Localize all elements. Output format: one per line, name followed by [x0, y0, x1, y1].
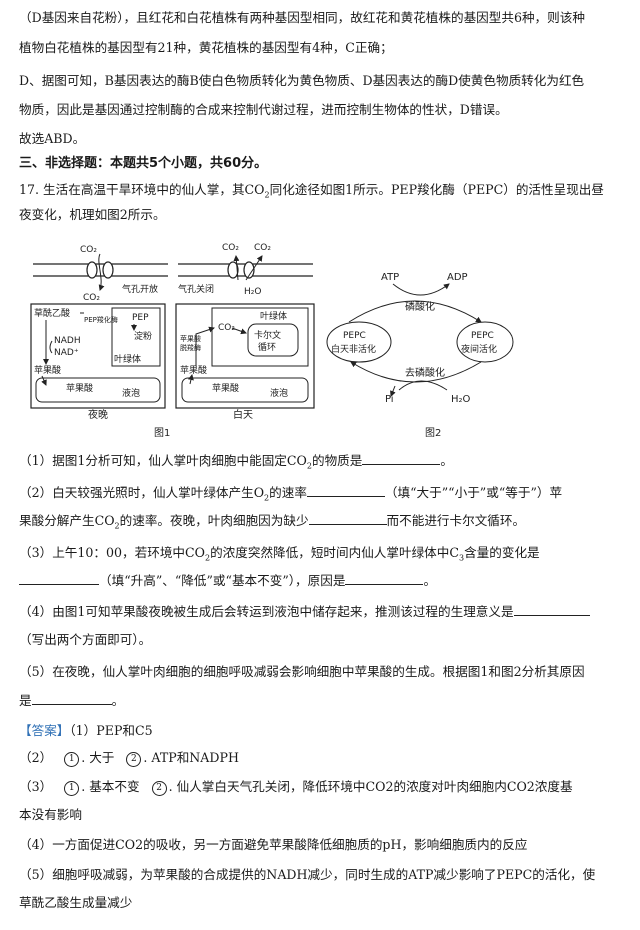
- question-3-line-1: （3）上午10：00，若环境中CO2的浓度突然降低，短时间内仙人掌叶绿体中C3含…: [19, 545, 540, 563]
- circled-number-2: 2: [151, 781, 167, 796]
- day-decarboxylase-1: 苹果酸: [180, 334, 201, 343]
- answer-blank-2a[interactable]: [306, 484, 385, 497]
- night-nad: NAD⁺: [54, 348, 79, 358]
- day-vacuole-malate: 苹果酸: [212, 382, 239, 394]
- night-co2-top: CO₂: [80, 245, 97, 255]
- question-intro-line-1: 17. 生活在高温干旱环境中的仙人掌，其CO2同化途径如图1所示。PEP羧化酶（…: [19, 182, 604, 200]
- fig2-h2o: H₂O: [451, 394, 471, 405]
- night-stomata-label: 气孔开放: [122, 283, 158, 295]
- night-panel: CO₂ CO₂ 气孔开放 草酰乙酸 PEP羧化酶 PEP 淀粉 叶绿体 NADH…: [30, 245, 168, 421]
- fig2-pi: Pi: [385, 394, 394, 405]
- prev-solution-line-5: 故选ABD。: [19, 131, 86, 146]
- answer-blank-3a[interactable]: [19, 572, 99, 585]
- night-vacuole-malate: 苹果酸: [66, 382, 93, 394]
- question-4-line-1: （4）由图1可知苹果酸夜晚被生成后会转运到液泡中储存起来，推测该过程的生理意义是: [19, 603, 625, 621]
- question-2-line-2: 果酸分解产生CO2的速率。夜晚，叶肉细胞因为缺少而不能进行卡尔文循环。: [19, 512, 526, 531]
- fig2-dephosphorylation: 去磷酸化: [405, 366, 445, 379]
- fig2-right-pepc: PEPC: [471, 331, 494, 341]
- figure-1-caption: 图1: [154, 427, 170, 439]
- day-panel: CO₂ CO₂ 气孔关闭 H₂O 叶绿体 CO₂ 卡尔文 循环 苹果酸 脱羧酶 …: [175, 243, 315, 421]
- night-co2-mid: CO₂: [83, 293, 100, 303]
- circled-number-2: 2: [126, 752, 142, 767]
- day-label: 白天: [233, 408, 253, 421]
- question-5-line-1: （5）在夜晚，仙人掌叶肉细胞的细胞呼吸减弱会影响细胞中苹果酸的生成。根据图1和图…: [19, 664, 585, 679]
- prev-solution-line-4: 物质，因此是基因通过控制酶的合成来控制代谢过程，进而控制生物体的性状，D错误。: [19, 102, 508, 117]
- answer-blank-1[interactable]: [362, 452, 441, 465]
- answer-tag: 【答案】: [19, 723, 70, 738]
- day-calvin-2: 循环: [258, 341, 276, 353]
- night-vacuole: 液泡: [122, 387, 140, 399]
- day-decarboxylase-2: 脱羧酶: [180, 343, 201, 352]
- night-malate: 苹果酸: [34, 364, 61, 376]
- day-co2-internal: CO₂: [218, 323, 235, 333]
- section-header: 三、非选择题：本题共5个小题，共60分。: [19, 156, 268, 171]
- question-2-line-1: （2）白天较强光照时，仙人掌叶绿体产生O2的速率（填“大于”“小于”或“等于”）…: [19, 484, 563, 503]
- day-co2-a: CO₂: [222, 243, 239, 253]
- answer-blank-4[interactable]: [513, 603, 590, 616]
- fig2-atp: ATP: [381, 272, 399, 283]
- answer-blank-3b[interactable]: [345, 572, 424, 585]
- night-oaa: 草酰乙酸: [34, 307, 70, 319]
- answer-blank-2b[interactable]: [308, 512, 387, 525]
- day-stomata-label: 气孔关闭: [178, 283, 214, 295]
- question-intro-line-2: 夜变化，机理如图2所示。: [19, 207, 166, 222]
- fig2-left-state: 白天非活化: [331, 343, 376, 355]
- circled-number-1: 1: [64, 781, 80, 796]
- circled-number-1: 1: [64, 752, 80, 767]
- answer-line-5: （5）细胞呼吸减弱，为苹果酸的合成提供的NADH减少，同时生成的ATP减少影响了…: [19, 867, 596, 882]
- day-h2o: H₂O: [244, 287, 261, 297]
- fig2-phosphorylation: 磷酸化: [405, 300, 435, 313]
- answer-line-3-continued: 本没有影响: [19, 807, 82, 822]
- figure-2-diagram: ATP ADP 磷酸化 PEPC 白天非活化 PEPC 夜间活化 去磷酸化 Pi…: [326, 272, 514, 439]
- night-nadh: NADH: [54, 336, 81, 346]
- prev-solution-line-3: D、据图可知，B基因表达的酶B使白色物质转化为黄色物质、D基因表达的酶D使黄色物…: [19, 73, 585, 88]
- prev-solution-line-2: 植物白花植株的基因型有21种，黄花植株的基因型有4种，C正确；: [19, 40, 393, 55]
- prev-solution-line-1: （D基因来自花粉），且红花和白花植株有两种基因型相同，故红花和黄花植株的基因型共…: [19, 10, 585, 25]
- figure-2-caption: 图2: [425, 427, 441, 439]
- fig2-adp: ADP: [447, 272, 468, 283]
- day-calvin-1: 卡尔文: [254, 329, 281, 341]
- day-chloroplast: 叶绿体: [260, 310, 287, 322]
- day-malate: 苹果酸: [180, 364, 207, 376]
- answer-line-1: 【答案】（1）PEP和C5: [19, 723, 153, 738]
- question-1: （1）据图1分析可知，仙人掌叶肉细胞中能固定CO2的物质是。: [19, 452, 453, 471]
- question-4-line-2: （写出两个方面即可）。: [19, 632, 152, 647]
- answer-blank-5[interactable]: [31, 692, 112, 705]
- question-3-line-2: （填“升高”、“降低”或“基本不变”），原因是。: [19, 572, 625, 590]
- figure-1-diagram: CO₂ CO₂ 气孔开放 草酰乙酸 PEP羧化酶 PEP 淀粉 叶绿体 NADH…: [30, 243, 315, 439]
- night-chloroplast: 叶绿体: [114, 353, 141, 365]
- fig2-right-state: 夜间活化: [461, 343, 497, 355]
- night-pepc-enzyme: PEP羧化酶: [84, 315, 118, 324]
- question-5-line-2: 是。: [19, 692, 125, 708]
- day-vacuole: 液泡: [270, 387, 288, 399]
- night-pep: PEP: [132, 313, 149, 323]
- night-starch: 淀粉: [134, 330, 152, 342]
- night-label: 夜晚: [88, 408, 108, 421]
- answer-line-4: （4）一方面促进CO2的吸收，另一方面避免苹果酸降低细胞质的pH，影响细胞质内的…: [19, 837, 528, 852]
- answer-line-5-continued: 草酰乙酸生成量减少: [19, 895, 133, 910]
- day-co2-b: CO₂: [254, 243, 271, 253]
- fig2-left-pepc: PEPC: [343, 331, 366, 341]
